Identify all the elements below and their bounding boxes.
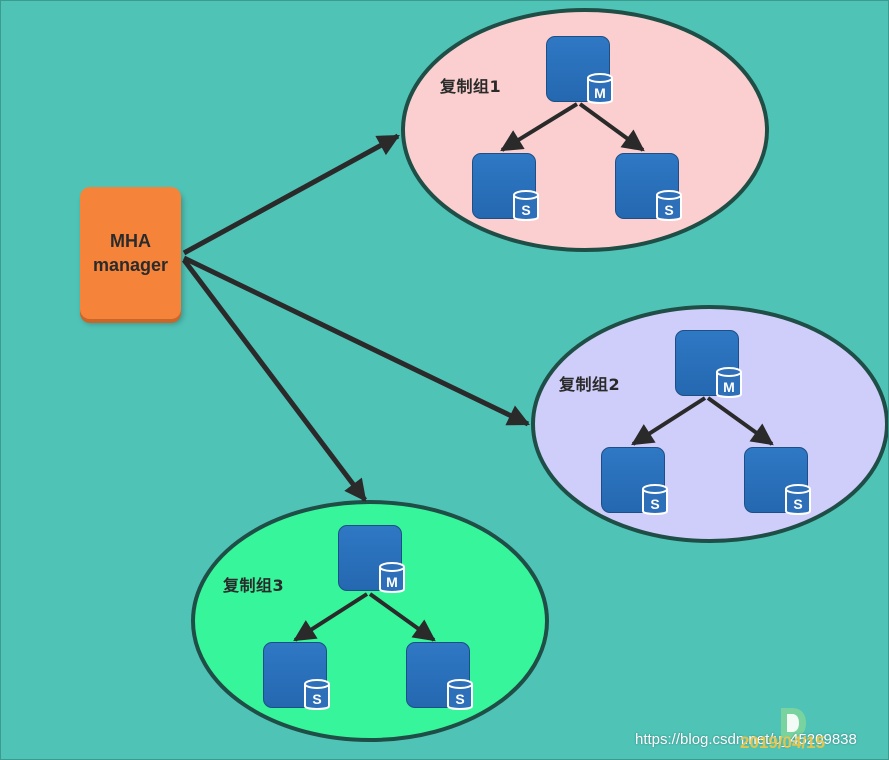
group-2-slave-db-left-icon: S — [601, 447, 668, 515]
master-badge: M — [594, 85, 606, 101]
arrow-g1-master-to-slave-right — [578, 102, 645, 152]
watermark-date: 2019/04/15 — [740, 733, 826, 752]
arrow-g3-master-to-slave-right — [368, 592, 436, 642]
slave-badge: S — [664, 202, 673, 218]
slave-badge: S — [455, 691, 464, 707]
database-cylinder-icon: M — [587, 73, 613, 104]
group-1-slave-db-right-icon: S — [615, 153, 682, 221]
arrow-manager-to-group-1 — [182, 133, 400, 256]
group-2-label: 复制组2 — [559, 375, 621, 394]
master-badge: M — [723, 379, 735, 395]
database-cylinder-icon: S — [304, 679, 330, 710]
watermark-logo-icon — [781, 708, 806, 738]
group-3-label: 复制组3 — [223, 576, 285, 595]
arrow-g1-master-to-slave-left — [500, 102, 579, 152]
arrow-g2-master-to-slave-right — [706, 396, 774, 446]
group-3-slave-db-right-icon: S — [406, 642, 473, 710]
database-cylinder-icon: M — [716, 367, 742, 398]
database-cylinder-icon: S — [513, 190, 539, 221]
master-badge: M — [386, 574, 398, 590]
slave-badge: S — [793, 496, 802, 512]
database-cylinder-icon: S — [785, 484, 811, 515]
manager-label-line2: manager — [92, 255, 169, 275]
arrow-g3-master-to-slave-left — [293, 592, 369, 642]
mha-manager-node: MHA manager — [80, 187, 181, 319]
group-1-label: 复制组1 — [440, 77, 502, 96]
group-3-master-db-icon: M — [338, 525, 405, 593]
group-1-master-db-icon: M — [546, 36, 613, 104]
slave-badge: S — [650, 496, 659, 512]
arrow-manager-to-group-3 — [182, 258, 367, 502]
watermark-url: https://blog.csdn.net/u_45209838 — [635, 731, 857, 748]
database-cylinder-icon: S — [642, 484, 668, 515]
arrow-manager-to-group-2 — [182, 255, 530, 427]
database-cylinder-icon: M — [379, 562, 405, 593]
group-3-slave-db-left-icon: S — [263, 642, 330, 710]
slave-badge: S — [521, 202, 530, 218]
group-1-slave-db-left-icon: S — [472, 153, 539, 221]
group-2-master-db-icon: M — [675, 330, 742, 398]
database-cylinder-icon: S — [656, 190, 682, 221]
group-2-slave-db-right-icon: S — [744, 447, 811, 515]
arrow-g2-master-to-slave-left — [631, 396, 707, 446]
slave-badge: S — [312, 691, 321, 707]
manager-label-line1: MHA — [110, 231, 151, 251]
database-cylinder-icon: S — [447, 679, 473, 710]
